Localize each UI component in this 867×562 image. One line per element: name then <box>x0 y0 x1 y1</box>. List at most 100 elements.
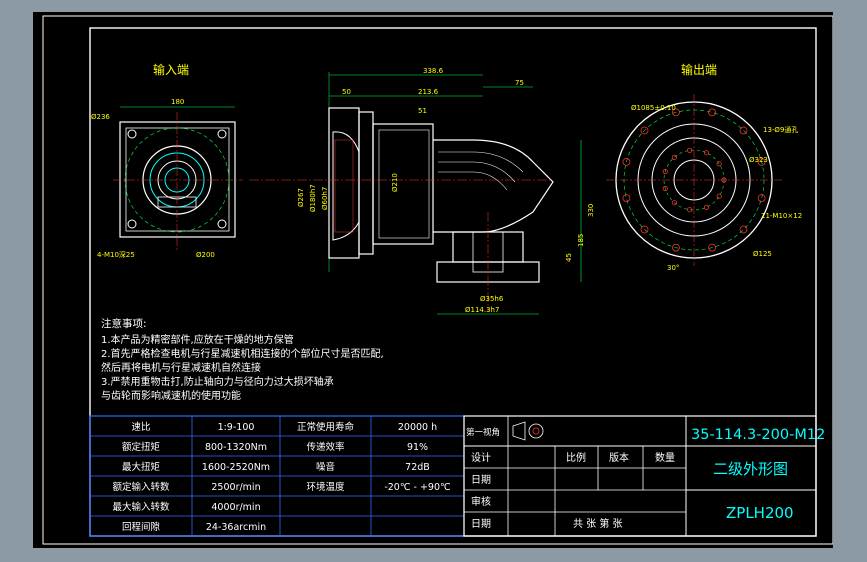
note-line-3: 然后再将电机与行星减速机自然连接 <box>101 361 261 374</box>
spec-cell: 91% <box>407 442 428 453</box>
outer-bolt-hole <box>757 194 766 203</box>
length5-label: 75 <box>515 79 524 87</box>
outer-bolt-hole <box>640 225 649 234</box>
note-line-1: 1.本产品为精密部件,应放在干燥的地方保管 <box>101 333 294 346</box>
side-d8-label: Ø210 <box>391 173 399 192</box>
outer-frame <box>42 15 833 545</box>
input-view-title: 输入端 <box>153 62 189 77</box>
title-block: 第一视角 设计 日期 审核 日期 比例 版本 数量 共 张 第 张 35-114… <box>463 415 825 537</box>
inner-bolt-hole <box>716 193 722 199</box>
stage-housing <box>372 123 434 245</box>
output-holes2-label: 11-M10×12 <box>761 212 802 220</box>
length2-label: 213.6 <box>418 88 439 96</box>
spec-table-grid <box>90 416 464 536</box>
height1-label: 330 <box>587 204 595 217</box>
tb-quantity: 数量 <box>655 451 675 464</box>
input-view[interactable]: 输入端 180 Ø236 4-M10深25 Ø200 <box>91 62 243 259</box>
spec-cell: 最大扭矩 <box>122 461 161 473</box>
note-line-4: 3.严禁用重物击打,防止轴向力与径向力过大损坏轴承 <box>101 375 334 388</box>
inner-bolt-hole <box>687 147 693 153</box>
spec-cell: -20℃ - +90℃ <box>384 482 451 493</box>
spec-cell: 噪音 <box>316 461 335 473</box>
spec-cell: 额定扭矩 <box>122 441 161 453</box>
projection-circle-outer <box>528 423 544 439</box>
tb-model: ZPLH200 <box>726 504 794 522</box>
side-d7-label: Ø60h7 <box>321 187 329 210</box>
tb-version: 版本 <box>609 451 629 464</box>
output-d1-label: Ø323 <box>749 156 768 164</box>
inner-bolt-hole <box>703 150 710 156</box>
tb-sheets: 共 张 第 张 <box>573 517 623 530</box>
output-d2-label: Ø125 <box>753 250 772 258</box>
outer-bolt-hole <box>622 194 631 203</box>
spec-cell: 800-1320Nm <box>205 442 267 453</box>
spec-cell: 最大输入转数 <box>112 501 170 513</box>
length4-label: 51 <box>418 107 427 115</box>
inner-bolt-hole <box>703 204 710 210</box>
output-bolt-circle-label: Ø1085±0.10 <box>631 104 676 112</box>
elbow-line-1 <box>438 151 524 173</box>
inner-bolt-hole <box>716 161 722 167</box>
elbow-line-2 <box>438 161 516 183</box>
side-view[interactable]: 338.6 213.6 50 51 75 Ø267 Ø180h7 Ø60h7 Ø… <box>249 67 595 315</box>
total-length-label: 338.6 <box>423 67 444 75</box>
input-width-label: 180 <box>171 98 184 106</box>
tb-scale: 比例 <box>566 451 586 464</box>
spec-cell: 回程间隙 <box>122 521 161 533</box>
projection-icon <box>512 421 526 441</box>
drawing-sheet: 输入端 180 Ø236 4-M10深25 Ø200 338.6 213.6 5… <box>42 15 833 545</box>
output-view[interactable]: 输出端 Ø1085±0.10 13-Ø9通孔 Ø323 11-M10×12 Ø1… <box>606 62 802 272</box>
outer-bolt-hole <box>622 157 631 166</box>
flange-hatch <box>334 139 354 233</box>
spec-cell: 1:9-100 <box>218 422 255 433</box>
tb-date2: 日期 <box>471 518 491 530</box>
notes-block: 注意事项: 1.本产品为精密部件,应放在干燥的地方保管 2.首先严格检查电机与行… <box>101 317 384 402</box>
ring-1 <box>358 111 374 255</box>
side-d6-label: Ø180h7 <box>309 184 317 212</box>
outer-bolt-hole <box>640 126 649 135</box>
tb-part-no: 35-114.3-200-M12 <box>691 427 825 443</box>
spec-cell: 正常使用寿命 <box>297 421 355 433</box>
outer-bolt-hole <box>757 157 766 166</box>
tb-date1: 日期 <box>471 474 491 486</box>
inner-bolt-hole <box>687 207 693 213</box>
stage-inner <box>378 129 430 239</box>
tb-projection: 第一视角 <box>466 427 500 438</box>
outer-bolt-hole <box>739 126 748 135</box>
spec-cell: 额定输入转数 <box>112 481 170 493</box>
length3-label: 50 <box>342 88 351 96</box>
bottom-b1-label: Ø35h6 <box>480 295 504 303</box>
side-d5-label: Ø267 <box>297 188 305 207</box>
outer-bolt-hole <box>739 225 748 234</box>
spec-cell: 1600-2520Nm <box>202 462 270 473</box>
input-hole-2 <box>217 129 227 139</box>
elbow-housing <box>433 139 554 233</box>
spec-cell: 4000r/min <box>211 502 260 513</box>
inner-bolt-hole <box>662 168 668 175</box>
inner-bolt-hole <box>671 200 678 206</box>
spec-cell: 24-36arcmin <box>206 522 266 533</box>
spec-cell: 环境温度 <box>306 481 345 493</box>
input-holes-label: 4-M10深25 <box>97 250 135 259</box>
note-line-2: 2.首先严格检查电机与行星减速机相连接的个部位尺寸是否匹配, <box>101 347 384 360</box>
input-hole-1 <box>127 129 137 139</box>
drawing-viewport[interactable]: 输入端 180 Ø236 4-M10深25 Ø200 338.6 213.6 5… <box>33 12 833 548</box>
inner-bolt-hole <box>662 185 668 192</box>
note-line-5: 与齿轮而影响减速机的使用功能 <box>101 389 241 402</box>
title-block-border <box>463 415 817 537</box>
notes-heading: 注意事项: <box>101 317 147 330</box>
output-holes1-label: 13-Ø9通孔 <box>763 125 798 134</box>
elbow-line-3 <box>438 171 508 191</box>
inner-bolt-hole <box>671 154 678 160</box>
flange-section <box>332 131 360 241</box>
output-view-title: 输出端 <box>681 62 717 77</box>
spec-cell: 速比 <box>131 421 150 433</box>
outer-bolt-hole <box>708 108 716 117</box>
spec-cell: 2500r/min <box>211 482 260 493</box>
input-d1-label: Ø236 <box>91 113 110 121</box>
input-hole-3 <box>127 219 137 229</box>
outer-bolt-hole <box>708 243 716 252</box>
spec-cell: 72dB <box>405 462 430 473</box>
